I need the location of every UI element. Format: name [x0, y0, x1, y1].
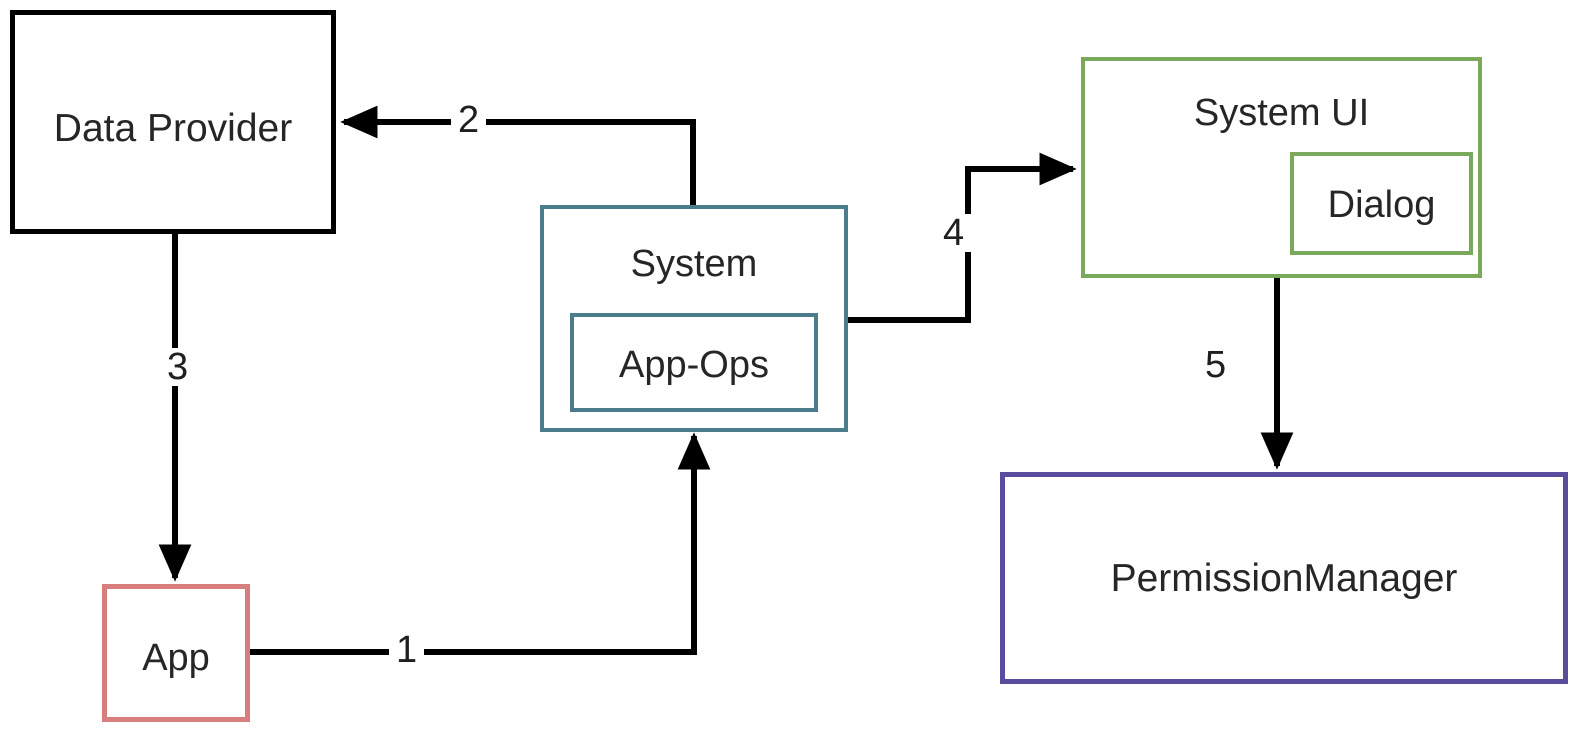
edge-4-label: 4 — [936, 214, 972, 252]
edge-2-connector — [340, 105, 696, 205]
edge-1-connector — [250, 432, 711, 655]
node-app-label: App — [142, 637, 210, 679]
node-system-label: System — [630, 243, 758, 285]
node-permission-manager[interactable]: PermissionManager — [1000, 472, 1568, 684]
node-app[interactable]: App — [102, 584, 250, 722]
node-system-ui-label: System UI — [1193, 92, 1370, 134]
node-data-provider-label: Data Provider — [53, 107, 293, 150]
edge-5-label: 5 — [1198, 346, 1234, 384]
node-app-ops[interactable]: App-Ops — [570, 313, 818, 412]
edge-3-label: 3 — [160, 348, 196, 386]
node-dialog-label: Dialog — [1327, 184, 1436, 226]
edge-1-label: 1 — [389, 631, 425, 669]
node-permission-manager-label: PermissionManager — [1110, 557, 1458, 600]
node-app-ops-label: App-Ops — [619, 344, 769, 386]
node-data-provider[interactable]: Data Provider — [10, 10, 336, 234]
edge-2-label: 2 — [451, 101, 487, 139]
node-dialog[interactable]: Dialog — [1290, 152, 1473, 255]
